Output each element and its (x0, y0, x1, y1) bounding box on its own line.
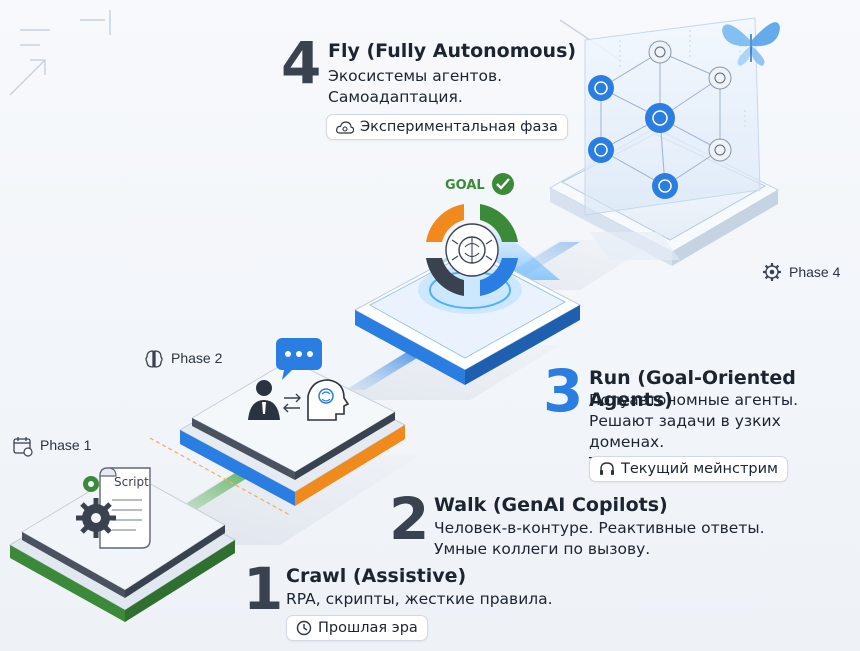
stage-4-number: 4 (281, 29, 322, 97)
stage-1-desc: RPA, скрипты, жесткие правила. (286, 589, 553, 610)
stage-2-number: 2 (389, 485, 430, 553)
stage-3-title: Run (Goal-Oriented Agents) (589, 367, 796, 411)
stage-1-number: 1 (243, 555, 284, 623)
phase-4-label: Phase 4 (789, 264, 840, 280)
stage-2-platform (149, 359, 407, 516)
user-icon (248, 380, 280, 420)
script-icon (99, 467, 151, 549)
stage-4-desc: Экосистемы агентов. Самоадаптация. (328, 66, 502, 108)
stage-4-line-1: Экосистемы агентов. (328, 67, 503, 85)
settings-icon (763, 263, 781, 281)
phase-4-text-visible: Phase 4 (789, 264, 841, 280)
brain-head-icon (307, 379, 350, 421)
phase-1-text: Phase 1 (40, 437, 92, 453)
brain-icon (145, 350, 163, 368)
phase-2-text: Phase 2 (171, 350, 223, 366)
stage-3-line-2: Решают задачи в узких доменах. (589, 412, 781, 451)
chat-bubble-icon (276, 338, 322, 380)
agent-network-panel (584, 17, 761, 216)
stage-3-line-1: Полуавтономные агенты. (589, 391, 799, 409)
stage-2-title: Walk (GenAI Copilots) (434, 494, 668, 516)
clock-icon (296, 620, 312, 636)
stage-4-badge: Экспериментальная фаза (326, 114, 568, 140)
headset-icon (600, 462, 614, 475)
stage-2-line-1: Человек-в-контуре. Реактивные ответы. (434, 519, 765, 537)
arrows-exchange-icon (283, 393, 301, 413)
cloud-gear-icon (336, 120, 354, 134)
stage-3-number: 3 (543, 357, 584, 425)
stage-3-badge-text: Текущий мейнстрим (621, 461, 778, 477)
check-icon (492, 173, 514, 195)
script-label: Script (114, 475, 149, 489)
stage-2-line-2: Умные коллеги по вызову. (434, 540, 651, 558)
stage-4-badge-text: Экспериментальная фаза (360, 119, 558, 135)
phase-2-label: Phase 2 (171, 350, 222, 366)
goal-label: GOAL (445, 178, 485, 193)
stage-3-badge: Текущий мейнстрим (589, 456, 788, 482)
stage-1-title: Crawl (Assistive) (286, 565, 467, 587)
gear-icon (76, 476, 116, 538)
phase-1-label: Phase 1 (40, 437, 91, 453)
calendar-icon (13, 437, 33, 457)
butterfly-icon (722, 22, 780, 66)
stage-1-badge: Прошлая эра (286, 615, 428, 641)
stage-4-line-2: Самоадаптация. (328, 88, 463, 106)
stage-2-desc: Человек-в-контуре. Реактивные ответы. Ум… (434, 518, 765, 560)
stage-1-badge-text: Прошлая эра (318, 620, 418, 636)
stage-4-title: Fly (Fully Autonomous) (328, 40, 577, 62)
goal-cycle-icon (426, 204, 518, 296)
stage-1-line-1: RPA, скрипты, жесткие правила. (286, 590, 553, 608)
